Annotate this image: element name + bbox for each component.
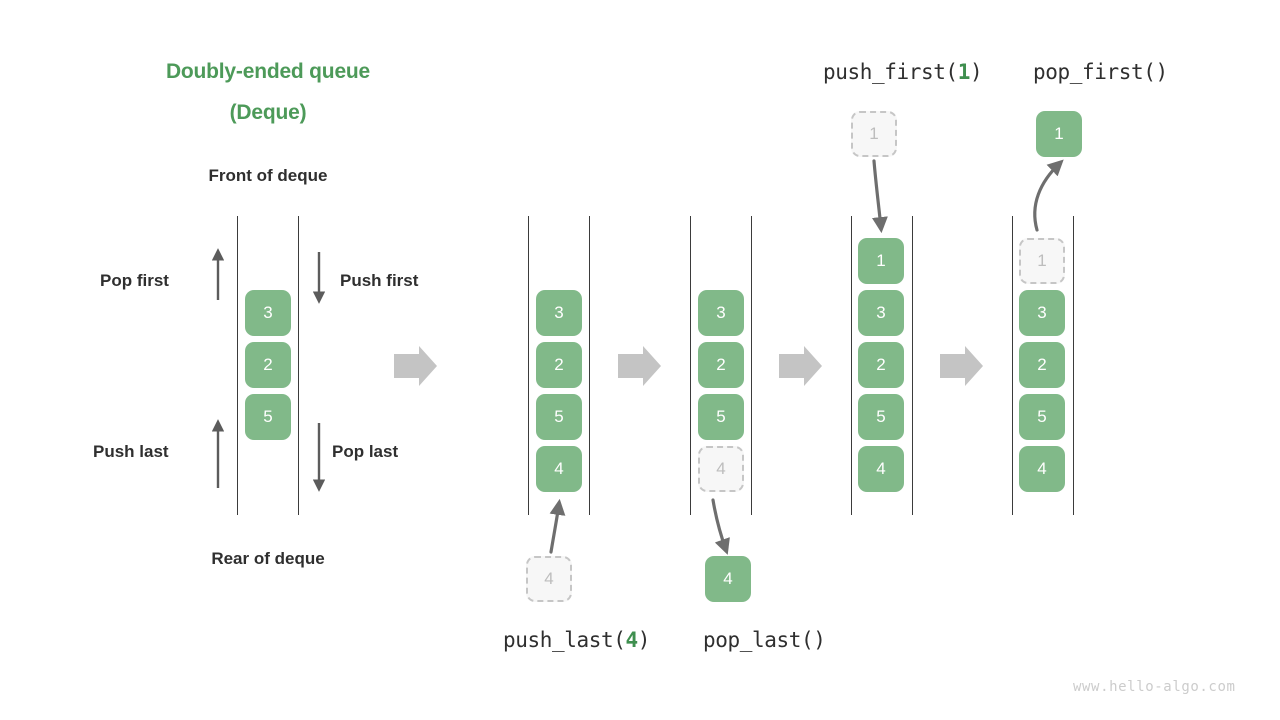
pop-last-op-name: pop_last(	[703, 628, 814, 652]
pop-first-op-name: pop_first(	[1033, 60, 1156, 84]
rail-right-col3	[751, 216, 752, 515]
rail-left-col3	[690, 216, 691, 515]
stage-arrow-2	[618, 346, 661, 386]
node: 1	[858, 238, 904, 284]
node: 2	[698, 342, 744, 388]
push-last-op-name: push_last(	[503, 628, 626, 652]
watermark: www.hello-algo.com	[1073, 679, 1236, 695]
rail-left-col5	[1012, 216, 1013, 515]
push-first-op-close: )	[969, 60, 983, 84]
front-of-deque-label: Front of deque	[208, 166, 328, 185]
diagram-title-line1: Doubly-ended queue	[165, 60, 371, 83]
push-last-op-arg: 4	[625, 628, 638, 652]
node: 4	[536, 446, 582, 492]
push-last-transfer-arrow	[549, 498, 566, 554]
stage-arrow-4	[940, 346, 983, 386]
ghost-node: 1	[1019, 238, 1065, 284]
diagram-title-line2: (Deque)	[229, 101, 307, 124]
popped-node: 1	[1036, 111, 1082, 157]
node: 3	[1019, 290, 1065, 336]
pop-last-op-close: )	[813, 628, 826, 652]
node: 3	[245, 290, 291, 336]
rail-right-col4	[912, 216, 913, 515]
pop-last-label: Pop last	[332, 442, 399, 461]
push-last-label: Push last	[93, 442, 169, 461]
node: 5	[1019, 394, 1065, 440]
push-first-operation-label: push_first(1)	[823, 60, 983, 84]
rear-of-deque-label: Rear of deque	[211, 549, 325, 568]
pop-first-transfer-arrow	[1033, 159, 1064, 232]
rail-right-col2	[589, 216, 590, 515]
node: 2	[245, 342, 291, 388]
push-last-op-close: )	[637, 628, 651, 652]
popped-node: 4	[705, 556, 751, 602]
push-first-op-arg: 1	[957, 60, 971, 84]
ghost-node: 4	[698, 446, 744, 492]
incoming-ghost-node: 4	[526, 556, 572, 602]
node: 2	[858, 342, 904, 388]
node: 5	[698, 394, 744, 440]
rail-left-col4	[851, 216, 852, 515]
rail-left-col2	[528, 216, 529, 515]
node: 5	[245, 394, 291, 440]
push-first-op-name: push_first(	[823, 60, 958, 84]
node: 2	[536, 342, 582, 388]
node: 3	[858, 290, 904, 336]
rail-right-col5	[1073, 216, 1074, 515]
pop-first-label: Pop first	[100, 271, 169, 290]
push-first-label: Push first	[340, 271, 419, 290]
pop-first-op-close: )	[1155, 60, 1168, 84]
push-last-operation-label: push_last(4)	[503, 628, 650, 652]
node: 3	[698, 290, 744, 336]
rail-left-col1	[237, 216, 238, 515]
stage-arrow-1	[394, 346, 437, 386]
node: 4	[858, 446, 904, 492]
node: 4	[1019, 446, 1065, 492]
pop-last-transfer-arrow	[711, 498, 730, 555]
pop-last-operation-label: pop_last()	[703, 628, 826, 652]
push-first-transfer-arrow	[871, 159, 888, 234]
node: 2	[1019, 342, 1065, 388]
node: 5	[858, 394, 904, 440]
incoming-ghost-node: 1	[851, 111, 897, 157]
node: 3	[536, 290, 582, 336]
node: 5	[536, 394, 582, 440]
rail-right-col1	[298, 216, 299, 515]
pop-first-operation-label: pop_first()	[1033, 60, 1168, 84]
stage-arrow-3	[779, 346, 822, 386]
